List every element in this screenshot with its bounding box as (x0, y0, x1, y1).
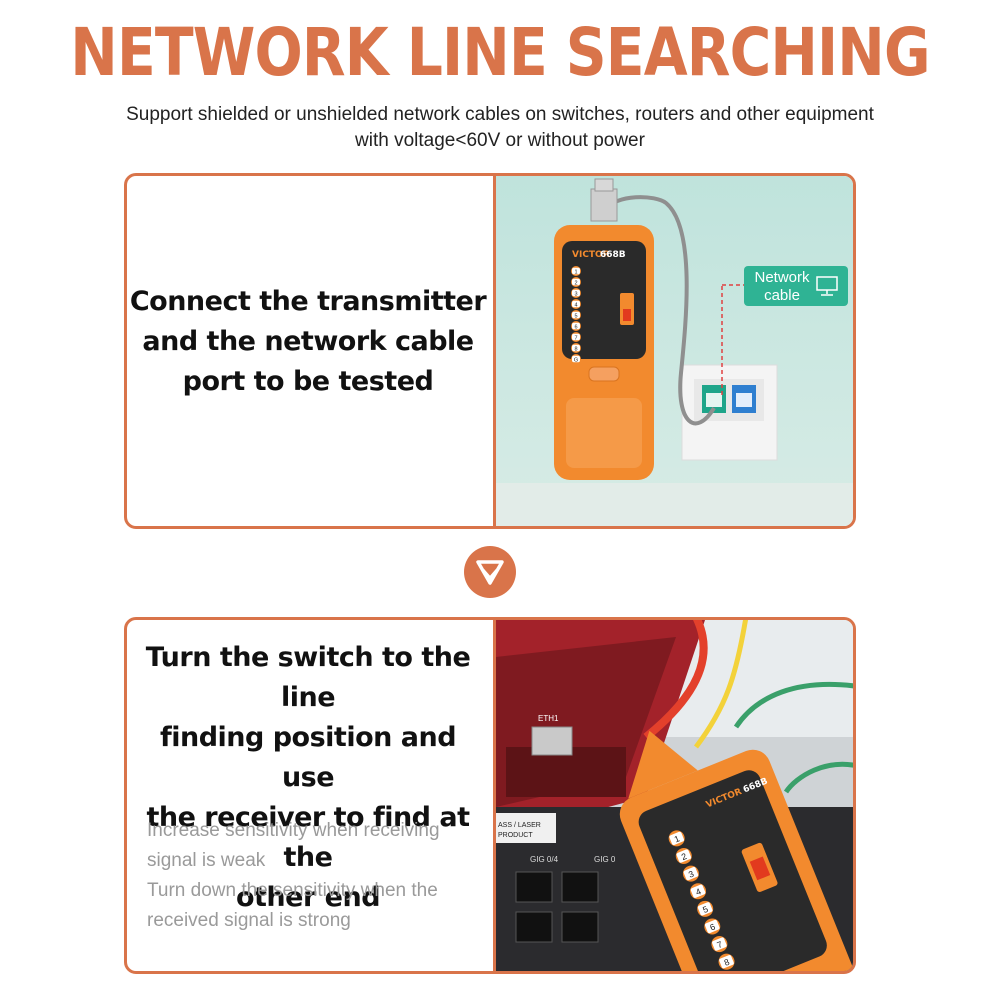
callout-line-2: cable (764, 287, 800, 304)
port-indicator-face (705, 919, 720, 934)
step-2-line: other end (235, 882, 381, 913)
device-model: 668B (600, 250, 626, 260)
transmitter-illustration: Network cable VICTOR 668B 1 2 3 4 5 6 7 8G (496, 176, 853, 526)
port-indicator-face (572, 267, 580, 275)
step-1-panel: Connect the transmitter and the network … (124, 173, 856, 529)
network-cable-callout: Network cable (744, 266, 848, 306)
port-label: 4 (574, 302, 577, 308)
port-label: 2 (574, 280, 577, 286)
step-1-line: port to be tested (182, 366, 434, 397)
step-2-photo: ETH1 ASS / LASER PRODUCT GIG 0/4 GIG 0 (493, 620, 853, 974)
port-label: 3 (574, 291, 577, 297)
port-indicator-column: 1 2 3 4 5 6 7 8G (571, 266, 581, 364)
note-line: signal is weak (147, 850, 266, 871)
port-label: G (574, 357, 578, 363)
port-indicator-face (690, 884, 706, 898)
port-label: 3 (687, 869, 695, 880)
subtitle-line-1: Support shielded or unshielded network c… (126, 104, 874, 125)
device-brand: VICTOR (572, 250, 610, 260)
step-2-panel: Turn the switch to the line finding posi… (124, 617, 856, 974)
port-label: 8 (574, 346, 577, 352)
port-indicator-face (726, 972, 742, 974)
monitor-icon (816, 276, 838, 296)
transmitter-device: VICTOR 668B 1 2 3 4 5 6 7 8G (554, 225, 654, 480)
port-label: 7 (715, 939, 723, 950)
step-1-text: Connect the transmitter and the network … (127, 282, 489, 402)
port-label: 6 (574, 324, 577, 330)
port-indicator-face (572, 289, 580, 297)
port-indicator-face (572, 344, 580, 352)
step-1-line: and the network cable (142, 326, 474, 357)
note-line: Turn down the sensitivity when the (147, 880, 438, 901)
port-label: 1 (673, 833, 681, 844)
step-2-line: the receiver to find at the (146, 802, 470, 873)
port-indicator-face (572, 311, 580, 319)
note-line: received signal is strong (147, 910, 351, 931)
receiver-illustration: ETH1 ASS / LASER PRODUCT GIG 0/4 GIG 0 (496, 620, 853, 974)
product-label: PRODUCT (498, 832, 533, 839)
sensitivity-note-decrease: Turn down the sensitivity when the recei… (147, 876, 477, 936)
port-indicator-face (719, 955, 734, 969)
port-label: 5 (701, 904, 709, 915)
port-indicator-face (572, 355, 580, 363)
port-indicator-face (572, 333, 580, 341)
port-label: 5 (574, 313, 577, 319)
port-label: 7 (574, 335, 577, 341)
page-subtitle: Support shielded or unshielded network c… (80, 102, 920, 154)
page-title: NETWORK LINE SEARCHING (70, 14, 930, 91)
port-indicator-face (669, 831, 684, 846)
note-line: Increase sensitivity when receiving (147, 820, 440, 841)
port-indicator-face (572, 322, 580, 330)
port-label: 4 (694, 886, 702, 897)
next-step-arrow (464, 546, 516, 598)
step-1-line: Connect the transmitter (129, 286, 487, 317)
gig-label: GIG 0/4 (530, 855, 559, 864)
port-indicator-face (683, 867, 699, 881)
step-2-line: Turn the switch to the line (145, 642, 471, 713)
double-chevron-down-icon (476, 560, 504, 585)
wall-socket (681, 364, 778, 461)
sensitivity-note-increase: Increase sensitivity when receiving sign… (147, 816, 477, 876)
step-2-text: Turn the switch to the line finding posi… (133, 638, 483, 918)
class-label: ASS / LASER (498, 822, 541, 829)
callout-line-1: Network (754, 269, 810, 286)
port-label: 2 (680, 851, 688, 862)
port-indicator-face (572, 278, 580, 286)
port-indicator-face (572, 300, 580, 308)
port-label: 1 (574, 269, 577, 275)
port-indicator-face (676, 849, 692, 863)
port-indicator-face (712, 937, 727, 951)
gig-label-2: GIG 0 (594, 855, 616, 864)
port-indicator-face (697, 902, 713, 916)
step-2-line: finding position and use (159, 722, 457, 793)
subtitle-line-2: with voltage<60V or without power (355, 130, 645, 151)
port-label: 8 (723, 957, 731, 968)
port-label: 6 (708, 921, 716, 932)
eth-label: ETH1 (538, 714, 559, 723)
